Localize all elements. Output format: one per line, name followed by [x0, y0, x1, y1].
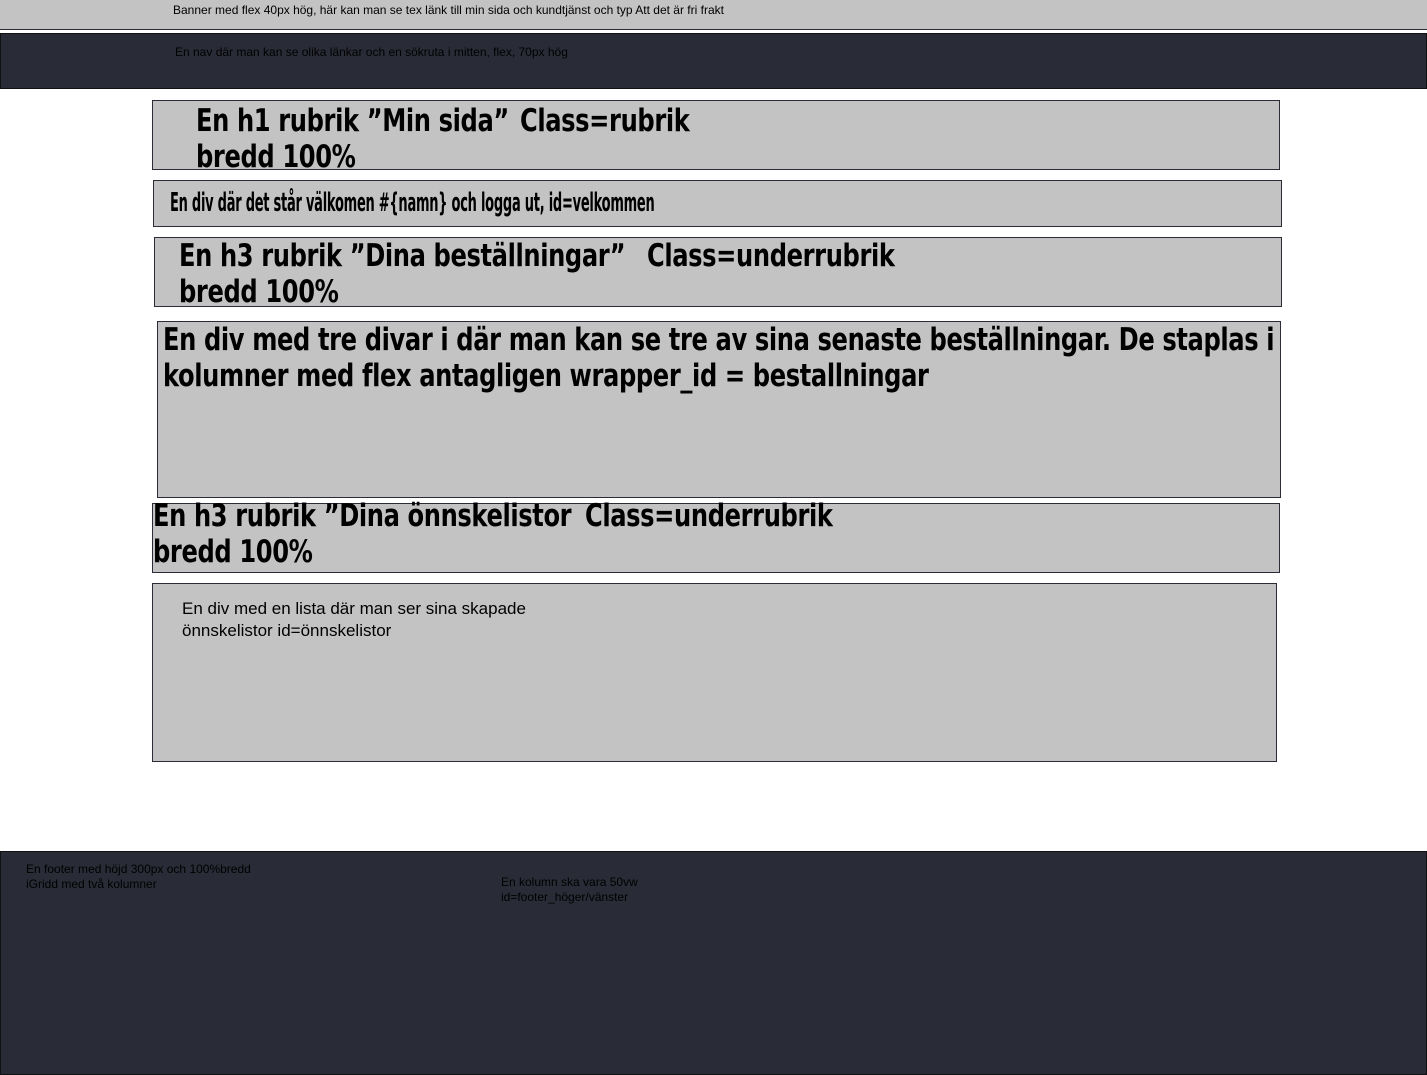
footer: En footer med höjd 300px och 100%bredd i… [0, 851, 1427, 1075]
wishlist-text-line2: önnskelistor id=önnskelistor [182, 621, 392, 640]
wishlist-heading-line2: bredd 100% [153, 534, 313, 570]
orders-text-line1: En div med tre divar i där man kan se tr… [163, 322, 1275, 358]
footer-right-line1: En kolumn ska vara 50vw [501, 875, 638, 889]
banner-text: Banner med flex 40px hög, här kan man se… [173, 3, 724, 17]
h1-heading-box: En h1 rubrik ”Min sida” Class=rubrik bre… [152, 100, 1280, 175]
h1-heading-line2: bredd 100% [196, 139, 356, 175]
orders-heading-line2: bredd 100% [179, 274, 339, 310]
orders-class-label: Class=underrubrik [647, 238, 895, 274]
welcome-text: En div där det står välkomen #{namn} och… [170, 188, 655, 218]
h1-heading-line1: En h1 rubrik ”Min sida” [196, 103, 509, 139]
footer-left-line2: iGridd med två kolumner [26, 877, 157, 891]
wishlist-heading-line1: En h3 rubrik ”Dina önnskelistor [153, 498, 572, 534]
nav-bar: En nav där man kan se olika länkar och e… [0, 33, 1427, 89]
wishlist-class-label: Class=underrubrik [585, 498, 833, 534]
welcome-box: En div där det står välkomen #{namn} och… [153, 180, 1282, 227]
wishlist-heading-box: En h3 rubrik ”Dina önnskelistor Class=un… [152, 498, 1280, 573]
banner: Banner med flex 40px hög, här kan man se… [0, 0, 1427, 30]
footer-left-line1: En footer med höjd 300px och 100%bredd [26, 862, 251, 876]
wishlist-text-line1: En div med en lista där man ser sina ska… [182, 599, 526, 618]
footer-right-line2: id=footer_höger/vänster [501, 890, 629, 904]
orders-text-line2: kolumner med flex antagligen wrapper_id … [163, 358, 929, 394]
orders-heading-line1: En h3 rubrik ”Dina beställningar” [179, 238, 626, 274]
orders-heading-box: En h3 rubrik ”Dina beställningar” Class=… [154, 237, 1282, 310]
h1-class-label: Class=rubrik [520, 103, 690, 139]
nav-text: En nav där man kan se olika länkar och e… [175, 45, 568, 59]
orders-box: En div med tre divar i där man kan se tr… [157, 321, 1281, 498]
wishlist-box: En div med en lista där man ser sina ska… [152, 583, 1277, 762]
